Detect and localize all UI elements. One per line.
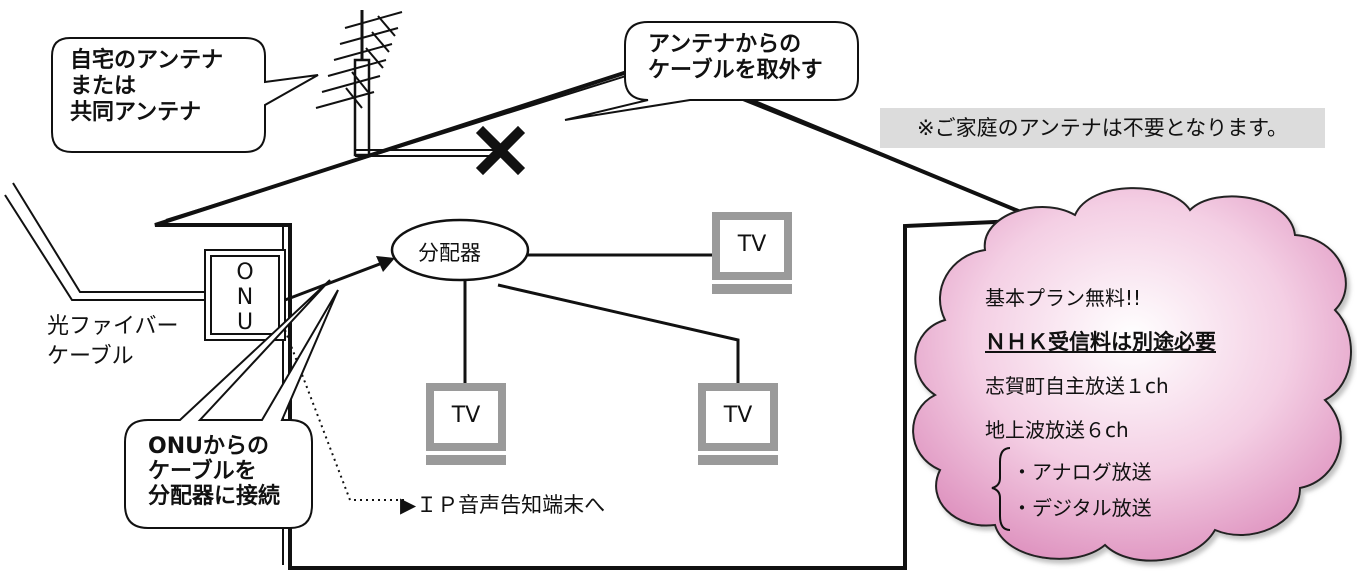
tv-label-bottom-right: TV — [723, 403, 753, 428]
fiber-cable-label-line: 光ファイバー — [47, 314, 179, 339]
tv-label-bottom-left: TV — [451, 403, 481, 428]
cloud-free-plan: 基本プラン無料!! — [985, 286, 1142, 310]
splitter-ellipse — [390, 218, 530, 282]
onu-letter: U — [236, 310, 254, 335]
splitter-label: 分配器 — [418, 241, 481, 265]
antenna-not-needed-note: ※ご家庭のアンテナは不要となります。 — [880, 108, 1325, 148]
tv-icon-top-right — [712, 212, 792, 294]
antenna-callout-line: 共同アンテナ — [70, 100, 202, 125]
antenna-callout-text: 自宅のアンテナ または 共同アンテナ — [70, 48, 223, 126]
ip-terminal-label: ▶ＩＰ音声告知端末へ — [400, 493, 606, 517]
cloud-digital: ・デジタル放送 — [1012, 496, 1152, 520]
splitter-lines — [463, 253, 740, 385]
onu-letter: N — [236, 285, 254, 310]
antenna-callout-bubble — [51, 37, 319, 153]
onu-to-splitter-arrow — [284, 256, 395, 302]
onu-box — [204, 249, 286, 341]
fiber-cable-label: 光ファイバー ケーブル — [47, 312, 179, 372]
remove-callout-text: アンテナからの ケーブルを取外す — [648, 32, 823, 84]
antenna-callout-line: または — [70, 74, 137, 99]
fiber-optic-cable — [4, 182, 208, 301]
cloud-nhk-fee: ＮＨＫ受信料は別途必要 — [985, 330, 1216, 354]
cloud-local-broadcast: 志賀町自主放送１ch — [985, 374, 1169, 398]
connect-callout-line: 分配器に接続 — [148, 484, 281, 509]
remove-callout-bubble — [564, 21, 859, 121]
connect-callout-bubble — [124, 279, 339, 529]
tv-icon-bottom-right — [698, 383, 778, 465]
remove-callout-line: ケーブルを取外す — [648, 58, 823, 83]
remove-x-icon — [475, 125, 526, 176]
info-cloud — [912, 187, 1352, 562]
tv-icon-bottom-left — [426, 383, 506, 465]
antenna-callout-line: 自宅のアンテナ — [70, 48, 224, 73]
brace-icon — [991, 447, 1011, 531]
fiber-cable-label-line: ケーブル — [47, 344, 134, 369]
cloud-analog: ・アナログ放送 — [1012, 460, 1152, 484]
connect-callout-line: ONUからの — [148, 434, 269, 459]
ip-terminal-dotted-line — [284, 329, 405, 501]
connect-callout-text: ONUからの ケーブルを 分配器に接続 — [148, 434, 280, 509]
antenna — [315, 10, 500, 157]
remove-callout-line: アンテナからの — [648, 32, 802, 57]
connect-callout-line: ケーブルを — [148, 459, 257, 484]
cloud-terrestrial: 地上波放送６ch — [985, 418, 1129, 442]
onu-letter: O — [236, 260, 254, 285]
tv-label-top-right: TV — [737, 232, 767, 257]
